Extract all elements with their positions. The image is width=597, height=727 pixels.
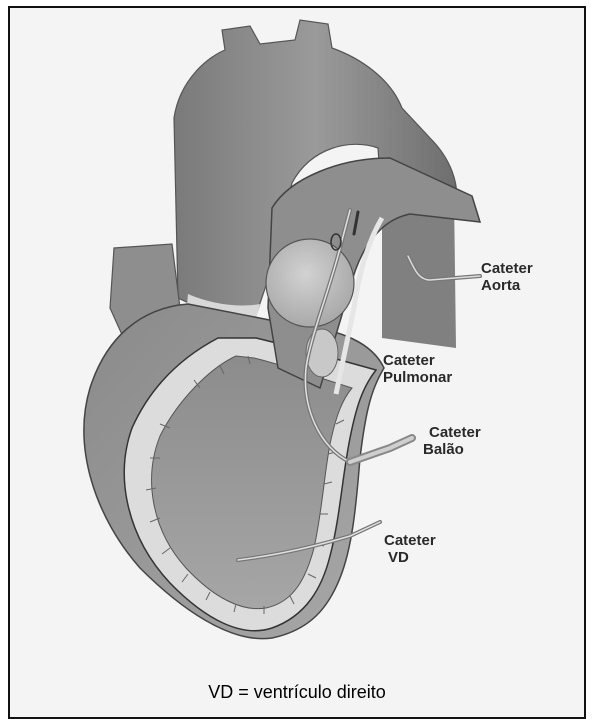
label-line: Pulmonar [383,369,452,386]
heart-catheter-illustration [10,8,584,717]
label-line: Cateter [383,352,452,369]
caption: VD = ventrículo direito [10,682,584,703]
label-line: Cateter [481,260,533,277]
label-line: Cateter [384,532,436,549]
label-line: VD [388,549,436,566]
label-cateter-aorta: Cateter Aorta [481,260,533,294]
label-cateter-balao: Cateter Balão [423,424,481,458]
label-cateter-vd: Cateter VD [384,532,436,566]
label-cateter-pulmonar: Cateter Pulmonar [383,352,452,386]
diagram-frame: Cateter Aorta Cateter Pulmonar Cateter B… [8,6,586,719]
label-line: Aorta [481,277,533,294]
label-line: Cateter [429,424,481,441]
label-line: Balão [423,441,481,458]
